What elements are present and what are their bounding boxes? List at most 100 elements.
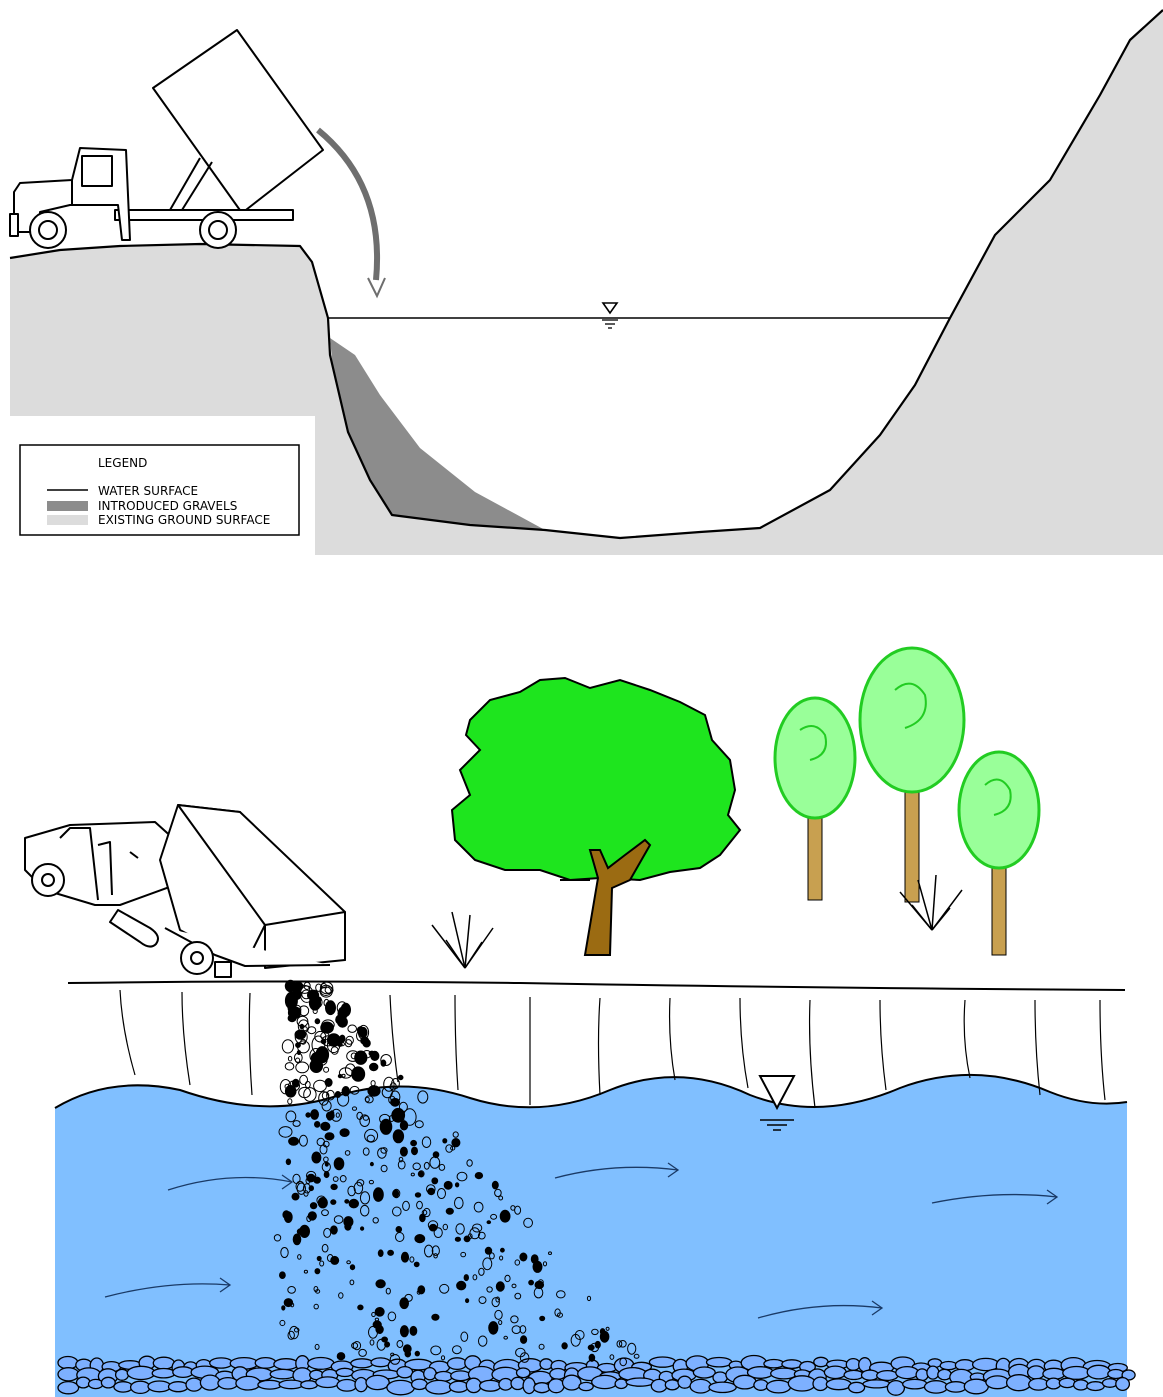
gravel-particle	[293, 1234, 301, 1245]
streambed-stone	[707, 1358, 732, 1367]
streambed-stone	[131, 1381, 150, 1393]
streambed-stone	[448, 1358, 467, 1370]
streambed-stone	[371, 1358, 390, 1367]
round-tree-icon	[775, 698, 855, 900]
streambed-stone	[270, 1369, 295, 1378]
gravel-particle	[371, 1051, 379, 1060]
gravel-particle	[324, 1172, 329, 1178]
streambed-stone	[754, 1380, 768, 1391]
dump-arrow-icon	[318, 130, 385, 296]
gravel-particle	[398, 1075, 403, 1079]
round-tree-icon	[959, 752, 1039, 955]
gravel-particle	[400, 1326, 408, 1337]
streambed-stone	[814, 1357, 828, 1366]
streambed-stone	[1074, 1380, 1089, 1390]
gravel-particle	[318, 1198, 327, 1208]
gravel-particle	[305, 1081, 310, 1087]
streambed-stone	[964, 1379, 988, 1394]
gravel-particle	[373, 1321, 381, 1328]
gravel-particle	[337, 1353, 345, 1360]
streambed-stone	[925, 1381, 948, 1393]
streambed-stone	[563, 1375, 581, 1390]
streambed-stone	[887, 1381, 904, 1396]
streambed-stone	[424, 1368, 436, 1380]
gravel-particle	[475, 1173, 482, 1179]
gravel-particle	[288, 1099, 292, 1104]
gravel-particle	[284, 1299, 292, 1307]
streambed-stone	[986, 1376, 1009, 1389]
gravel-particle	[496, 1282, 504, 1291]
streambed-stone	[1029, 1379, 1049, 1391]
gravel-particle	[299, 1087, 311, 1097]
streambed-stone	[896, 1367, 919, 1379]
gravel-particle	[331, 1047, 338, 1055]
gravel-particle	[400, 1298, 409, 1309]
gravel-particle	[292, 1003, 296, 1008]
gravel-particle	[317, 997, 322, 1001]
gravel-particle	[501, 1248, 505, 1252]
streambed-stone	[148, 1381, 171, 1392]
legend-label-gravel: INTRODUCED GRAVELS	[98, 499, 237, 513]
gravel-particle	[361, 1227, 364, 1230]
streambed-stone	[534, 1383, 550, 1393]
gravel-particle	[321, 1122, 330, 1130]
gravel-particle	[429, 1224, 437, 1231]
streambed-stone	[186, 1378, 202, 1391]
gravel-particle	[393, 1130, 403, 1143]
gravel-particle	[285, 1063, 294, 1070]
gravel-particle	[286, 1159, 290, 1165]
gravel-particle	[487, 1221, 491, 1224]
streambed-stone	[210, 1358, 233, 1368]
gravel-particle	[520, 1253, 527, 1261]
gravel-particle	[321, 1022, 334, 1033]
gravel-particle	[361, 1037, 369, 1044]
gravel-particle	[308, 1027, 316, 1034]
streambed-stone	[58, 1368, 79, 1381]
streambed-stone	[1059, 1378, 1075, 1387]
dump-truck-perspective-icon	[25, 805, 345, 977]
gravel-particle	[306, 1113, 310, 1117]
gravel-particle	[348, 1025, 357, 1032]
streambed-stone	[709, 1382, 736, 1392]
gravel-particle	[432, 1314, 439, 1320]
gravel-particle	[315, 1019, 320, 1024]
gravel-particle	[303, 1027, 307, 1031]
streambed-stone	[548, 1379, 564, 1393]
streambed-stone	[826, 1379, 851, 1390]
gravel-particle	[455, 1237, 460, 1241]
gravel-particle	[464, 1275, 468, 1281]
streambed-stone	[690, 1379, 711, 1393]
gravel-particle	[400, 1121, 407, 1130]
gravel-particle	[385, 1342, 390, 1347]
streambed-stone	[665, 1380, 679, 1390]
streambed-stone	[846, 1359, 860, 1371]
gravel-particle	[315, 1269, 320, 1274]
gravel-particle	[400, 1147, 407, 1156]
gravel-particle	[342, 1087, 349, 1096]
streambed-stone	[412, 1379, 428, 1389]
streambed-stone	[351, 1359, 373, 1368]
gravel-particle	[401, 1252, 408, 1262]
streambed-stone	[511, 1377, 524, 1389]
streambed-stone	[945, 1382, 966, 1392]
gravel-particle	[288, 1015, 296, 1022]
gravel-particle	[338, 1074, 342, 1077]
gravel-particle	[300, 1075, 308, 1084]
streambed-stone	[523, 1378, 535, 1394]
streambed-stone	[499, 1379, 512, 1391]
legend-title: LEGEND	[98, 456, 147, 470]
streambed-stone	[849, 1382, 865, 1392]
streambed-stone	[863, 1380, 890, 1388]
gravel-particle	[289, 1137, 299, 1145]
streambed-stone	[938, 1369, 951, 1379]
streambed-stone	[397, 1367, 413, 1378]
streambed-stone	[678, 1376, 691, 1388]
gravel-particle	[382, 1337, 388, 1342]
legend-label-ground: EXISTING GROUND SURFACE	[98, 513, 270, 527]
gravel-particle	[410, 1326, 417, 1335]
streambed-stone	[550, 1369, 566, 1380]
gravel-particle	[309, 1186, 313, 1191]
streambed-stone	[626, 1378, 654, 1386]
gravel-particle	[334, 1158, 344, 1170]
gravel-particle	[338, 1017, 348, 1027]
